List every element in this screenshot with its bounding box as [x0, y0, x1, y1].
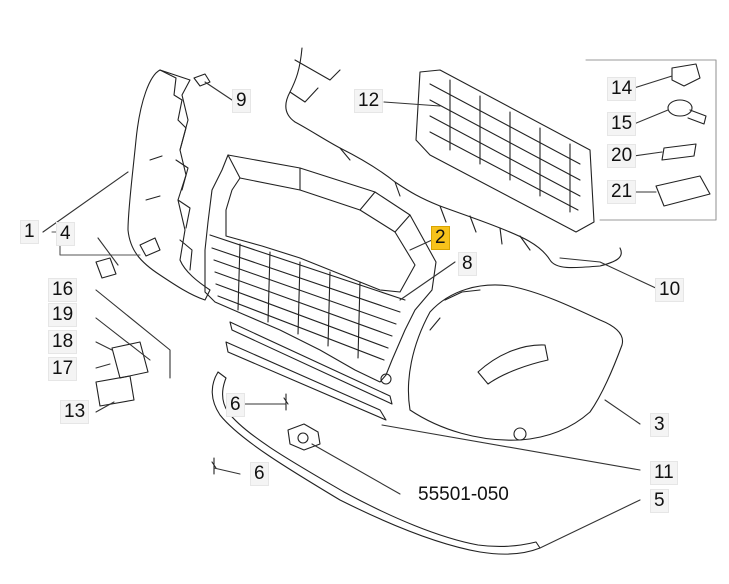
radiator-part [415, 69, 595, 233]
spoiler-rail-part [211, 371, 541, 555]
label-6-lower: 6 [250, 462, 269, 486]
clip-9-part [193, 73, 211, 87]
label-15: 15 [607, 112, 637, 136]
label-20: 20 [607, 144, 637, 168]
bracket-18-part [111, 341, 149, 379]
label-5: 5 [650, 489, 669, 513]
side-air-guide-part [127, 69, 211, 301]
plate-13-part [95, 375, 135, 407]
label-1: 1 [20, 220, 39, 244]
label-11: 11 [650, 461, 678, 485]
label-8: 8 [458, 252, 477, 276]
grille-frame-part [204, 154, 437, 385]
label-21: 21 [607, 180, 637, 204]
label-6-upper: 6 [226, 393, 245, 417]
label-13: 13 [60, 400, 90, 424]
leader-lines [42, 75, 673, 549]
lower-trim-part [225, 321, 393, 421]
screw-6b-part [211, 457, 217, 475]
screw-6a-part [283, 393, 289, 411]
label-14: 14 [607, 77, 637, 101]
label-18: 18 [48, 330, 78, 354]
label-9: 9 [232, 89, 251, 113]
label-4: 4 [56, 222, 75, 246]
bumper-cover-part [407, 284, 624, 441]
label-16: 16 [48, 278, 78, 302]
label-2-highlighted: 2 [431, 226, 450, 250]
label-12: 12 [354, 89, 384, 113]
clip-20-part [661, 143, 697, 161]
clip-14-part [671, 63, 701, 87]
wiring-harness-part [285, 47, 622, 269]
label-10: 10 [655, 278, 685, 302]
plate-21-part [655, 175, 711, 207]
label-3: 3 [650, 413, 669, 437]
label-19: 19 [48, 303, 78, 327]
bracket-4-part [95, 257, 117, 279]
part-number-label: 55501-050 [418, 484, 509, 505]
label-17: 17 [48, 357, 78, 381]
parking-sensor-part [287, 423, 321, 451]
pin-15-part [667, 99, 707, 125]
